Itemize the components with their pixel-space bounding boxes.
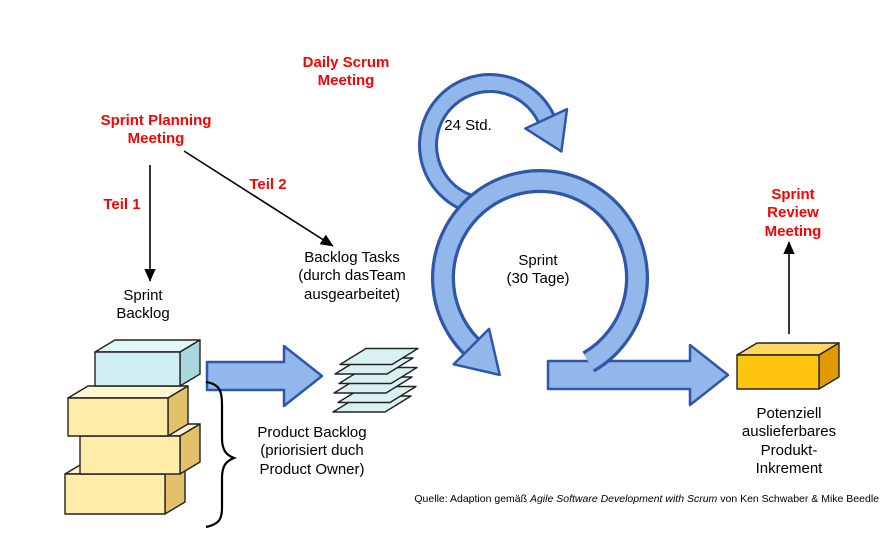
sprint-review-meeting-label: Sprint Review Meeting: [764, 186, 822, 240]
sprint-backlog-label: Sprint Backlog: [116, 287, 170, 323]
sprint-planning-meeting-label: Sprint Planning Meeting: [100, 112, 212, 148]
teil-2-label: Teil 2: [249, 176, 287, 193]
daily-scrum-meeting-label: Daily Scrum Meeting: [302, 54, 390, 90]
task-cards-stack: [332, 347, 419, 413]
source-citation-prefix: Quelle: Adaption gemäß: [414, 493, 530, 505]
source-citation: Quelle: Adaption gemäß Agile Software De…: [414, 493, 879, 505]
backlog-tasks-label: Backlog Tasks (durch dasTeam ausgearbeit…: [298, 249, 406, 303]
daily-scrum-loop-arrow: [418, 73, 556, 213]
product-increment-label: Potenziell auslieferbares Produkt-Inkrem…: [741, 405, 837, 477]
daily-cycle-label: 24 Std.: [444, 117, 492, 134]
increment-box: [736, 342, 840, 390]
flow-arrow-sprint-to-increment: [546, 343, 730, 407]
flow-arrow-backlog-to-tasks: [205, 344, 324, 408]
product-backlog-label: Product Backlog (priorisiert duch Produc…: [257, 424, 367, 478]
sprint-backlog-box: [94, 339, 201, 387]
product-backlog-stack: [64, 385, 201, 515]
source-citation-book-title: Agile Software Development with Scrum: [529, 493, 718, 505]
source-citation-suffix: von Ken Schwaber & Mike Beedle: [717, 493, 879, 505]
teil-2-arrow: [183, 150, 334, 247]
sprint-cycle-label: Sprint (30 Tage): [506, 252, 570, 288]
sprint-loop-arrow: [431, 169, 649, 377]
yellow-box-top: [67, 385, 189, 437]
teil-1-label: Teil 1: [103, 196, 141, 213]
daily-scrum-loop-arrowhead: [524, 107, 569, 153]
grouping-brace: [205, 380, 238, 529]
